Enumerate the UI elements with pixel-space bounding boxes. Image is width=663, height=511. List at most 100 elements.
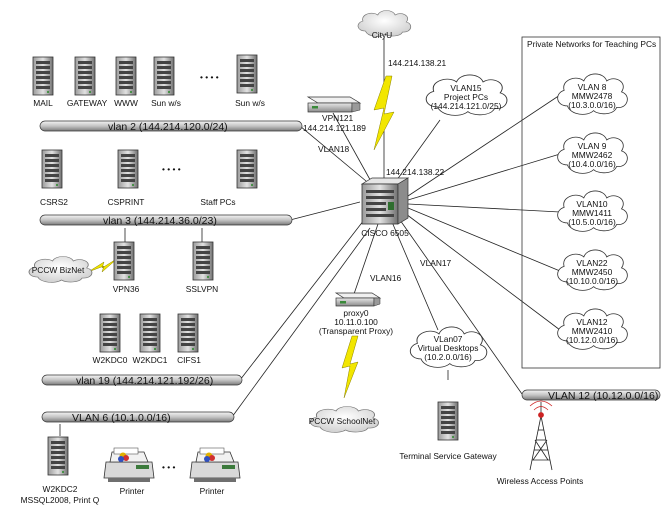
bus-vlan3-label: vlan 3 (144.214.36.0/23): [103, 215, 217, 227]
bus-vlan2-label: vlan 2 (144.214.120.0/24): [108, 121, 228, 133]
server-icon: [236, 149, 258, 189]
server-mail-label: MAIL: [33, 98, 53, 108]
printer-icon: [189, 447, 241, 483]
link-vlan19: [239, 219, 365, 381]
server-icon: [32, 56, 54, 96]
cloud-schoolnet-label: PCCW SchoolNet: [309, 416, 376, 426]
cloud-vlan12c-line3: (10.12.0.0/16): [566, 335, 618, 345]
cloud-cityu-label: CityU: [372, 30, 392, 40]
server-w2kdc0[interactable]: W2KDC0: [93, 313, 128, 365]
server-icon: [437, 401, 459, 441]
cloud-vlan15-line2: Project PCs: [444, 92, 488, 102]
server-icon: [177, 313, 199, 353]
vlan18-label: VLAN18: [318, 144, 350, 154]
link-vlan9: [407, 153, 561, 201]
ellipsis-row2: • • • •: [162, 164, 181, 174]
cisco-ip-label: 144.214.138.22: [386, 167, 445, 177]
server-sslvpn[interactable]: SSLVPN: [186, 241, 218, 294]
server-csprint[interactable]: CSPRINT: [108, 149, 145, 207]
device-cisco-label: CISCO 6505: [361, 228, 409, 238]
link-vlan3: [289, 201, 361, 221]
cloud-vlan22-line1: VLAN22: [576, 258, 608, 268]
device-proxy0[interactable]: proxy0 10.11.0.100 (Transparent Proxy): [319, 292, 393, 336]
link-vlan16: [353, 223, 379, 295]
cloud-vlan10-line1: VLAN10: [576, 199, 608, 209]
link-vlan12c: [405, 213, 561, 331]
device-proxy0-ip: 10.11.0.100: [334, 317, 378, 327]
server-icon: [117, 149, 139, 189]
device-vpn121[interactable]: VPN121 144.214.121.189: [303, 96, 366, 133]
server-tsg-label: Terminal Service Gateway: [399, 451, 497, 461]
server-icon: [153, 56, 175, 96]
server-icon: [115, 56, 137, 96]
server-www[interactable]: WWW: [114, 56, 138, 108]
server-sslvpn-label: SSLVPN: [186, 284, 218, 294]
cloud-vlan8-line2: MMW2478: [572, 91, 613, 101]
cloud-vlan8-line3: (10.3.0.0/16): [568, 100, 616, 110]
cloud-vlan22-line3: (10.10.0.0/16): [566, 276, 618, 286]
server-sun1-label: Sun w/s: [151, 98, 181, 108]
device-proxy0-label: proxy0: [343, 308, 368, 318]
cloud-vlan8-line1: VLAN 8: [578, 82, 607, 92]
cloud-vlan07-line2: Virtual Desktops: [418, 343, 479, 353]
cloud-vlan15-line3: (144.214.121.0/25): [431, 101, 502, 111]
cloud-vlan9-line3: (10.4.0.0/16): [568, 159, 616, 169]
server-w2kdc1[interactable]: W2KDC1: [133, 313, 168, 365]
server-w2kdc1-label: W2KDC1: [133, 355, 168, 365]
server-w2kdc2[interactable]: W2KDC2 MSSQL2008, Print Q: [21, 436, 100, 505]
server-icon: [47, 436, 69, 476]
lightning-schoolnet-icon: [341, 335, 359, 399]
server-sun2-label: Sun w/s: [235, 98, 265, 108]
server-tsg[interactable]: Terminal Service Gateway: [399, 401, 497, 461]
server-mail[interactable]: MAIL: [32, 56, 54, 108]
wireless-tower-icon[interactable]: [529, 400, 553, 471]
link-vlan17: [399, 219, 523, 395]
server-sun1[interactable]: Sun w/s: [151, 56, 181, 108]
link-vlan22: [407, 207, 561, 272]
cloud-vlan12c-line2: MMW2410: [572, 326, 613, 336]
cloud-vlan07-line1: VLan07: [434, 334, 463, 344]
server-vpn36-label: VPN36: [113, 284, 140, 294]
cloud-vlan15-line1: VLAN15: [450, 83, 482, 93]
server-icon: [41, 149, 63, 189]
link-vlan2: [299, 125, 373, 187]
link-vlan10: [407, 203, 561, 213]
bus-vlan6: VLAN 6 (10.1.0.0/16): [41, 411, 235, 424]
link-vlan6: [231, 227, 371, 418]
device-proxy0-desc: (Transparent Proxy): [319, 326, 393, 336]
cityu-ip-label: 144.214.138.21: [388, 58, 447, 68]
server-gateway[interactable]: GATEWAY: [67, 56, 108, 108]
printer-1[interactable]: Printer: [103, 447, 155, 496]
server-csrs2[interactable]: CSRS2: [40, 149, 68, 207]
printer-2[interactable]: Printer: [189, 447, 241, 496]
device-cisco[interactable]: CISCO 6505: [360, 177, 410, 238]
cloud-vlan07-line3: (10.2.0.0/16): [424, 352, 472, 362]
bus-vlan19: vlan 19 (144.214.121.192/26): [41, 374, 243, 387]
cloud-vlan22-line2: MMW2450: [572, 267, 613, 277]
server-w2kdc0-label: W2KDC0: [93, 355, 128, 365]
bus-vlan6-label: VLAN 6 (10.1.0.0/16): [72, 412, 171, 424]
server-icon: [139, 313, 161, 353]
server-sun2[interactable]: Sun w/s: [235, 54, 265, 108]
server-csprint-label: CSPRINT: [108, 197, 145, 207]
server-www-label: WWW: [114, 98, 138, 108]
bus-vlan19-label: vlan 19 (144.214.121.192/26): [76, 375, 213, 387]
vlan16-label: VLAN16: [370, 273, 402, 283]
private-networks-box: [521, 36, 661, 369]
server-icon: [192, 241, 214, 281]
server-vpn36[interactable]: VPN36: [113, 241, 140, 294]
cloud-biznet-label: PCCW BizNet: [32, 265, 85, 275]
server-staff[interactable]: Staff PCs: [200, 149, 258, 207]
server-icon: [113, 241, 135, 281]
device-vpn121-ip: 144.214.121.189: [303, 123, 366, 133]
cloud-vlan9-line1: VLAN 9: [578, 141, 607, 151]
vlan17-label: VLAN17: [420, 258, 452, 268]
server-gateway-label: GATEWAY: [67, 98, 108, 108]
server-cifs1[interactable]: CIFS1: [177, 313, 201, 365]
printer-1-label: Printer: [120, 486, 145, 496]
server-w2kdc2-label: W2KDC2: [43, 484, 78, 494]
link-vlan8: [407, 94, 561, 197]
server-staff-label: Staff PCs: [200, 197, 235, 207]
cloud-vlan10-line3: (10.5.0.0/16): [568, 217, 616, 227]
